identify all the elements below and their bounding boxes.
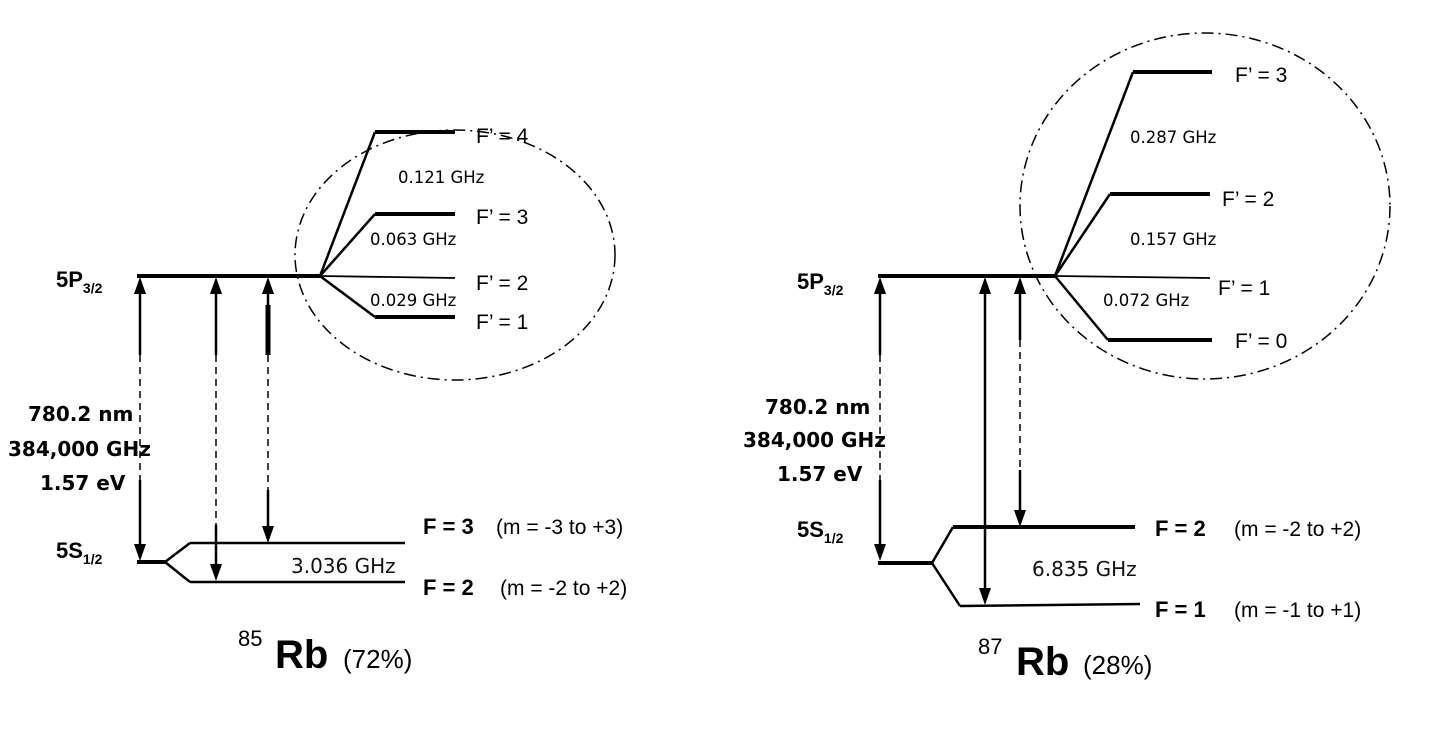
rb87-fan-line [1053, 193, 1112, 277]
rb87-mass-number: 87 [978, 634, 1002, 659]
rb87-transition-arrow [874, 277, 886, 561]
rb87-fan-line [1053, 71, 1135, 277]
rb87-fprime-1-label: F’ = 1 [1218, 277, 1270, 300]
rb85-f3-m-range: (m = -3 to +3) [496, 516, 623, 539]
rb87-fprime-0-label: F’ = 0 [1235, 330, 1287, 353]
rb87-fan-line [930, 526, 955, 564]
rb85-ground-splitting: 3.036 GHz [291, 554, 396, 578]
rb87-fan-line [930, 562, 962, 607]
rb85-transition-arrow [134, 277, 146, 561]
rb85-fprime-1-label: F’ = 1 [476, 311, 528, 334]
rb85-fprime-3-label: F’ = 3 [476, 206, 528, 229]
rb87-f2-m-range: (m = -2 to +2) [1234, 518, 1361, 541]
rb87-transition-arrow [1014, 277, 1026, 527]
rb85-f3-label: F = 3 [423, 514, 474, 539]
rb87-ground-splitting: 6.835 GHz [1032, 557, 1137, 581]
rb85-wavelength: 780.2 nm [28, 402, 133, 426]
rb85-fan-line [164, 561, 191, 583]
rb85-frequency: 384,000 GHz [8, 437, 151, 461]
rb85-diagram: F’ = 4 F’ = 3 F’ = 2 F’ = 1 0.121 GHz 0.… [8, 125, 627, 677]
rb85-5s12-label: 5S1/2 [56, 538, 103, 567]
rb85-symbol: Rb [275, 633, 328, 677]
rb87-wavelength: 780.2 nm [765, 395, 870, 419]
rb85-fan-line [319, 213, 376, 277]
rb87-5p32-label: 5P3/2 [797, 269, 844, 298]
rb87-symbol: Rb [1016, 640, 1069, 684]
rb87-splitting-2-1: 0.157 GHz [1130, 230, 1216, 249]
rb85-splitting-3-2: 0.063 GHz [370, 230, 456, 249]
rb87-fan-line [1054, 275, 1109, 341]
rb87-transition-arrow [979, 277, 991, 605]
rb85-splitting-2-1: 0.029 GHz [370, 291, 456, 310]
rb87-f1-m-range: (m = -1 to +1) [1234, 599, 1361, 622]
rb87-fprime-3-label: F’ = 3 [1235, 64, 1287, 87]
rb87-splitting-1-0: 0.072 GHz [1103, 291, 1189, 310]
rb85-fan-line [318, 131, 377, 277]
rb87-fan-line [1054, 275, 1211, 279]
rb85-fprime-4-label: F’ = 4 [476, 125, 529, 148]
rb87-f1-label: F = 1 [1155, 597, 1206, 622]
rb85-5p32-label: 5P3/2 [56, 267, 103, 296]
rb85-splitting-4-3: 0.121 GHz [398, 168, 484, 187]
rb87-splitting-3-2: 0.287 GHz [1130, 128, 1216, 147]
rb85-fan-line [164, 542, 191, 563]
rb85-energy: 1.57 eV [40, 471, 126, 495]
rb85-f2-label: F = 2 [423, 575, 474, 600]
rb87-abundance: (28%) [1083, 650, 1152, 680]
rb87-f1-level [959, 602, 1141, 608]
rb87-energy: 1.57 eV [777, 462, 863, 486]
rb87-diagram: F’ = 3 F’ = 2 F’ = 1 F’ = 0 0.287 GHz 0.… [743, 32, 1391, 684]
rb87-f2-label: F = 2 [1155, 516, 1206, 541]
rb85-f2-m-range: (m = -2 to +2) [500, 577, 627, 600]
rb87-fprime-2-label: F’ = 2 [1222, 188, 1274, 211]
rb85-abundance: (72%) [343, 644, 412, 674]
rb87-frequency: 384,000 GHz [743, 428, 886, 452]
rb85-fprime-2-label: F’ = 2 [476, 272, 528, 295]
rb87-hyperfine-zoom-circle [1019, 32, 1391, 380]
rb85-transition-arrow [262, 277, 274, 543]
rb85-transition-arrow [210, 277, 222, 581]
rb85-fan-line [319, 275, 456, 279]
rb87-5s12-label: 5S1/2 [797, 517, 844, 546]
rb85-mass-number: 85 [238, 626, 262, 651]
rb85-fan-line [319, 274, 376, 319]
